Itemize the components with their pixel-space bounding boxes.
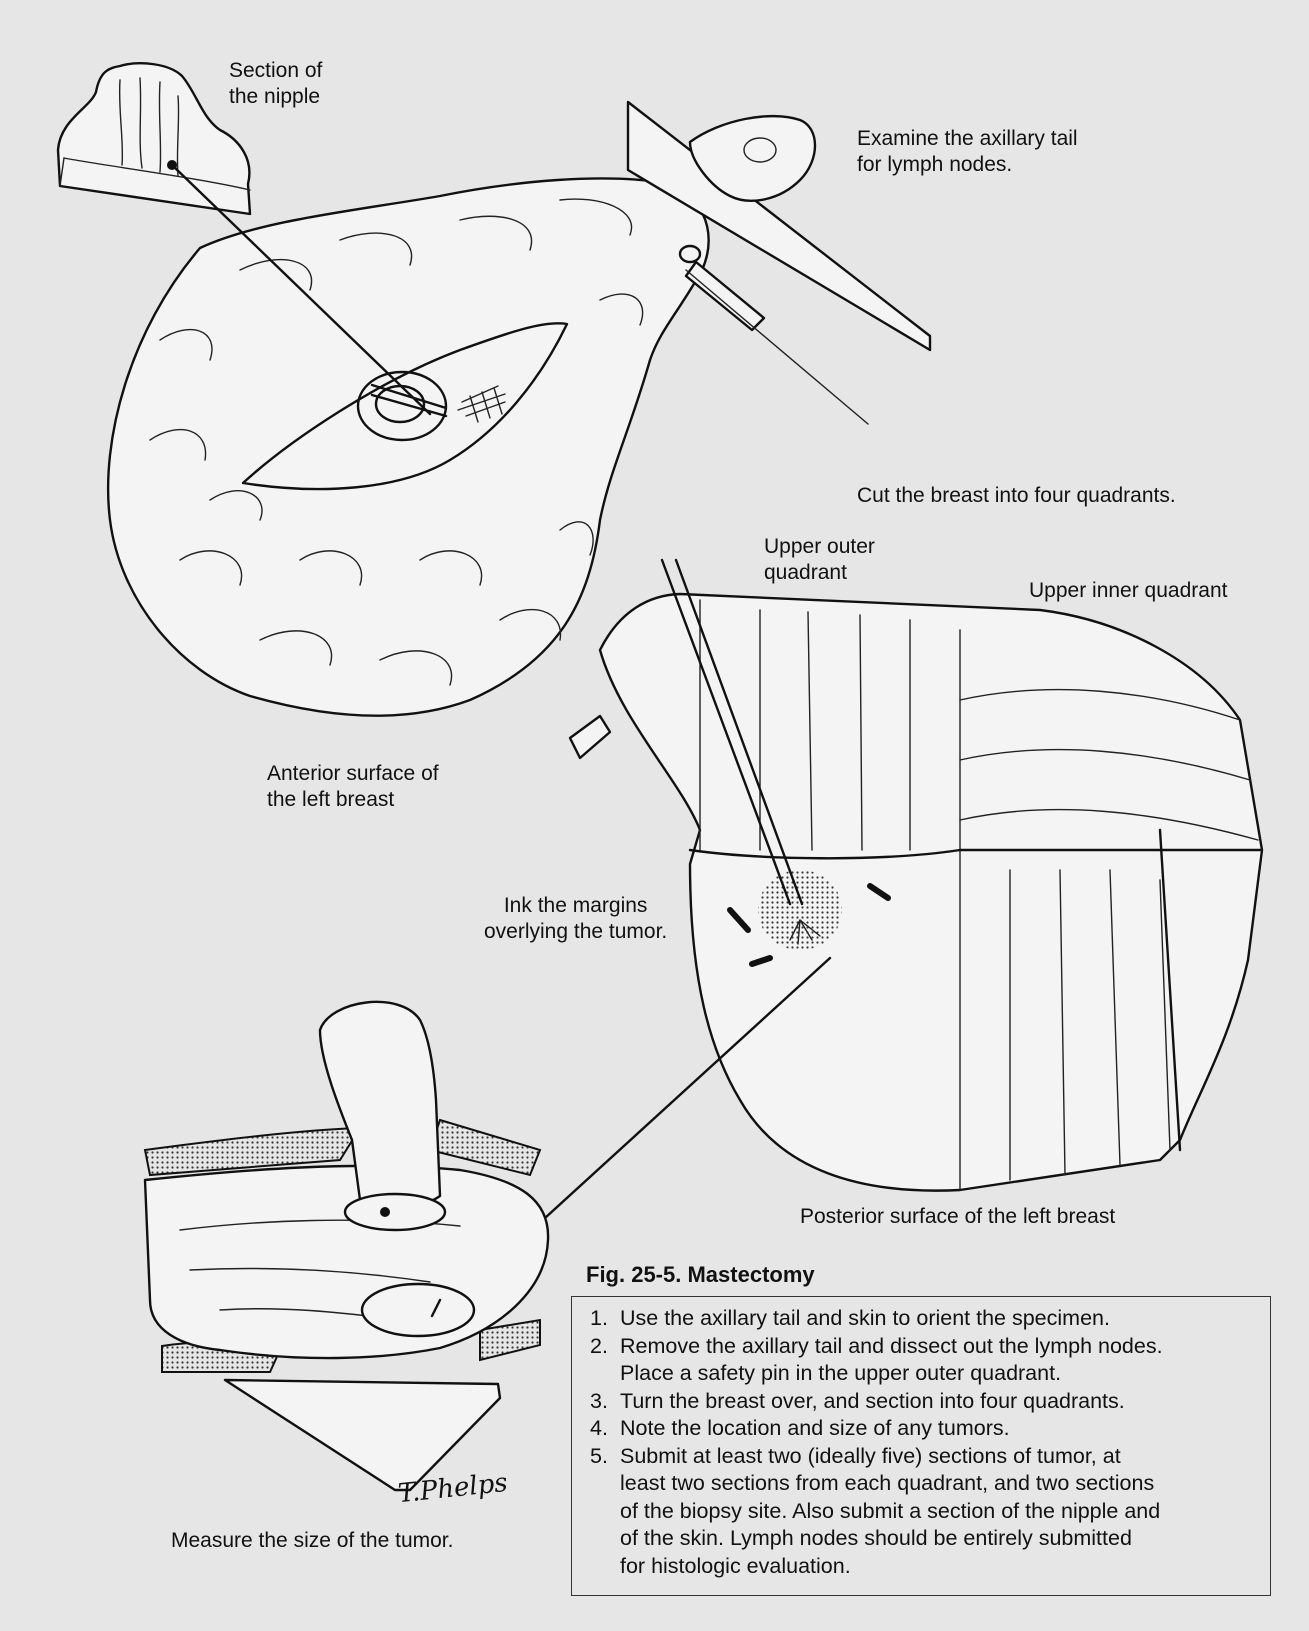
step-text: Use the axillary tail and skin to orient… [620,1306,1110,1330]
step-text: Note the location and size of any tumors… [620,1416,1010,1440]
label-ink-margins: Ink the margins overlying the tumor. [484,894,668,943]
step-item: 1. Use the axillary tail and skin to ori… [590,1305,1258,1333]
step-item: 2. Remove the axillary tail and dissect … [590,1333,1258,1388]
step-text: Remove the axillary tail and dissect out… [620,1333,1163,1386]
step-number: 5. [590,1443,608,1468]
label-axillary-tail: Examine the axillary tail for lymph node… [857,127,1078,176]
step-text: Submit at least two (ideally five) secti… [620,1443,1161,1578]
label-nipple-section: Section of the nipple [229,59,323,108]
figure-caption-title: Fig. 25-5. Mastectomy [586,1262,815,1287]
nipple-section-drawing [56,62,252,216]
anterior-breast-drawing [106,100,932,717]
step-number: 4. [590,1416,608,1440]
label-cut-quadrants: Cut the breast into four quadrants. [857,484,1176,507]
label-measure-tumor: Measure the size of the tumor. [171,1529,454,1552]
measure-tumor-drawing: T.Phelps [143,1000,550,1509]
label-upper-outer-quadrant: Upper outer quadrant [764,535,875,584]
step-number: 1. [590,1306,608,1330]
step-number: 2. [590,1333,608,1358]
step-number: 3. [590,1388,608,1413]
label-anterior-surface: Anterior surface of the left breast [267,762,439,811]
label-posterior-surface: Posterior surface of the left breast [800,1205,1116,1228]
posterior-breast-drawing [418,558,1264,1334]
procedure-steps-box: 1. Use the axillary tail and skin to ori… [571,1296,1271,1596]
step-text: Turn the breast over, and section into f… [620,1388,1125,1413]
step-item: 4. Note the location and size of any tum… [590,1415,1258,1443]
step-item: 3. Turn the breast over, and section int… [590,1388,1258,1416]
label-upper-inner-quadrant: Upper inner quadrant [1029,579,1228,602]
step-item: 5. Submit at least two (ideally five) se… [590,1443,1258,1581]
